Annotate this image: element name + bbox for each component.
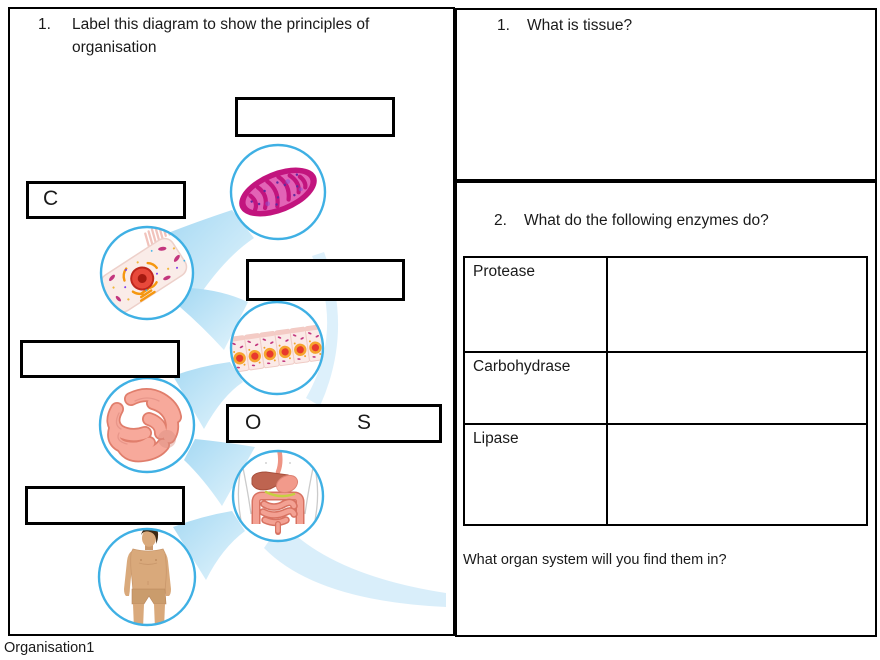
cell-letter-hint: C <box>43 187 59 211</box>
enzyme-name-carbohydrase: Carbohydrase <box>465 353 608 425</box>
enzyme-answer-protease[interactable] <box>608 258 866 353</box>
question-text: What is tissue? <box>527 17 633 34</box>
label-box-organ-left[interactable] <box>20 340 180 378</box>
question-number: 1. <box>497 17 510 34</box>
enzyme-name-lipase: Lipase <box>465 425 608 524</box>
question-text: Label this diagram to show the principle… <box>72 16 370 57</box>
label-box-organism[interactable] <box>25 486 185 525</box>
tissue-question-panel <box>455 8 877 181</box>
enzyme-table: Protease Carbohydrase Lipase <box>463 256 868 526</box>
question-number: 1. <box>38 16 51 33</box>
diagram-question: 1. Label this diagram to show the princi… <box>38 13 438 60</box>
worksheet-title: Organisation1 <box>4 640 95 656</box>
label-box-organelle[interactable] <box>235 97 395 137</box>
tissue-question: 1. What is tissue? <box>497 14 857 37</box>
label-box-cell[interactable]: C <box>26 181 186 219</box>
question-number: 2. <box>494 212 507 229</box>
enzymes-question: 2. What do the following enzymes do? <box>494 209 864 232</box>
label-box-tissue[interactable] <box>246 259 405 301</box>
enzyme-answer-carbohydrase[interactable] <box>608 353 866 425</box>
organ-system-letter-o: O <box>245 410 262 434</box>
enzyme-answer-lipase[interactable] <box>608 425 866 524</box>
organ-system-question: What organ system will you find them in? <box>463 552 727 568</box>
question-text: What do the following enzymes do? <box>524 212 769 229</box>
enzyme-name-protease: Protease <box>465 258 608 353</box>
label-box-organ-system[interactable]: O S <box>226 404 442 443</box>
organ-system-letter-s: S <box>357 410 372 434</box>
